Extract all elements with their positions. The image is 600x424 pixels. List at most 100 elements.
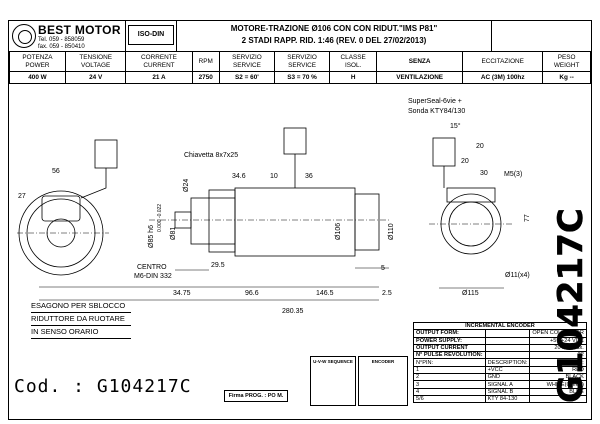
part-code: Cod. : G104217C <box>14 376 192 397</box>
encoder-label: ENCODER <box>371 359 395 364</box>
encoder-row: POWER SUPPLY: +5 / +24 VDC <box>413 336 587 345</box>
spec-header-cell: TENSIONE VOLTAGE <box>64 51 127 72</box>
encoder-row: N° PULSE REVOLUTION: 32 <box>413 351 587 360</box>
connector-left <box>94 139 118 169</box>
rear-cover <box>354 193 380 251</box>
encoder-row: OUTPUT FORM: OPEN COLLECTOR <box>413 329 587 338</box>
vertical-part-code: G104217C <box>551 208 591 403</box>
company-logo-block: BEST MOTOR Tel. 059 - 858059 fax. 059 - … <box>9 21 126 51</box>
encoder-cell: 4 <box>413 387 486 396</box>
encoder-row: N°PIN:DESCRIPTION:COLOUR: <box>413 358 587 367</box>
encoder-table-title: INCREMENTAL ENCODER <box>413 321 587 331</box>
dim-d85: Ø85 h6 <box>148 225 155 248</box>
dim-2-5: 2.5 <box>382 290 392 297</box>
dim-34-6: 34.6 <box>232 173 246 180</box>
note-line-1: ESAGONO PER SBLOCCO <box>31 300 131 313</box>
spec-header-cell: POTENZA POWER <box>9 51 66 72</box>
dim-36: 36 <box>305 173 313 180</box>
dim-29-5: 29.5 <box>211 262 225 269</box>
encoder-cell: BLACK <box>529 373 587 382</box>
dim-d11: Ø11(x4) <box>505 272 530 279</box>
encoder-cell: OUTPUT FORM: <box>413 329 486 338</box>
encoder-row: OUTPUT CURRENT 20 mA max. <box>413 343 587 353</box>
spec-value-cell: 21 A <box>125 71 193 84</box>
encoder-cell: +VCC <box>484 365 531 375</box>
encoder-cell: 32 <box>529 351 587 360</box>
dim-d115: Ø115 <box>462 290 479 297</box>
encoder-cell: 5/6 <box>413 394 486 404</box>
vertical-code-text: G104217C <box>551 208 591 403</box>
company-contact: Tel. 059 - 858059 fax. 059 - 850410 <box>38 37 85 51</box>
uvw-sequence-diagram: U-V-W SEQUENCE <box>310 356 356 406</box>
spec-header-cell: SERVIZIO SERVICE <box>218 51 275 72</box>
technical-drawing <box>17 127 514 301</box>
dim-30: 30 <box>480 170 488 177</box>
label-superseal: SuperSeal-6vie + <box>408 98 462 105</box>
spec-value-cell: 24 V <box>64 71 127 84</box>
encoder-cell: OPEN COLLECTOR <box>529 329 587 338</box>
encoder-cell: BLUE <box>529 387 587 396</box>
encoder-cell: N° PULSE REVOLUTION: <box>413 351 486 360</box>
note-line-2: RIDUTTORE DA RUOTARE <box>31 313 131 326</box>
dim-146-5: 146.5 <box>316 290 334 297</box>
dim-280-35: 280.35 <box>282 308 304 315</box>
dim-m5: M5(3) <box>504 171 523 178</box>
encoder-table: INCREMENTAL ENCODER OUTPUT FORM: OPEN COL… <box>413 321 587 404</box>
dim-d106: Ø106 <box>335 222 342 240</box>
encoder-cell <box>484 329 531 338</box>
company-name: BEST MOTOR <box>38 23 121 37</box>
dim-34-75: 34.75 <box>173 290 191 297</box>
dim-56: 56 <box>52 168 60 175</box>
encoder-cell: 1 <box>413 365 486 375</box>
dim-27: 27 <box>18 193 26 200</box>
company-tel: Tel. 059 - 858059 <box>38 37 85 43</box>
dim-5: 5 <box>381 265 385 272</box>
dim-d81: Ø81 <box>170 226 177 240</box>
drawing-title: MOTORE-TRAZIONE Ø106 CON CON RIDUT."IMS … <box>176 21 492 51</box>
encoder-cell: +5 / +24 VDC <box>529 336 587 345</box>
company-logo-icon <box>12 24 36 48</box>
unlock-note: ESAGONO PER SBLOCCO RIDUTTORE DA RUOTARE… <box>31 300 131 339</box>
dim-d110: Ø110 <box>388 223 395 240</box>
title-line-1: MOTORE-TRAZIONE Ø106 CON CON RIDUT."IMS … <box>230 24 438 33</box>
encoder-cell: RED <box>529 365 587 375</box>
encoder-cell: OUTPUT CURRENT <box>413 343 486 353</box>
spec-header-cell: SENZA <box>376 51 464 72</box>
dim-d24: Ø24 <box>183 178 190 192</box>
spec-header-cell: CORRENTE CURRENT <box>125 51 193 72</box>
spec-header-cell: PESO WEIGHT <box>542 51 591 72</box>
dim-77: 77 <box>524 214 531 222</box>
dim-15deg: 15° <box>450 123 461 130</box>
dim-10: 10 <box>270 173 278 180</box>
encoder-cell: DESCRIPTION: <box>484 358 531 367</box>
dim-96-6: 96.6 <box>245 290 259 297</box>
label-centro: CENTRO <box>137 264 167 271</box>
spec-header-cell: SERVIZIO SERVICE <box>273 51 331 72</box>
spec-header-cell: CLASSE ISOL. <box>329 51 378 72</box>
label-centro-din: M6-DIN 332 <box>134 273 172 280</box>
encoder-cell: 3 <box>413 380 486 389</box>
encoder-cell: 2 <box>413 373 486 382</box>
connector-top <box>283 127 307 155</box>
encoder-cell: POWER SUPPLY: <box>413 336 486 345</box>
encoder-cell: 20 mA max. <box>529 343 587 353</box>
spec-header-cell: RPM <box>191 51 220 72</box>
spec-value-cell: 2750 <box>191 71 220 84</box>
encoder-cell <box>529 394 587 404</box>
encoder-diagram: ENCODER <box>358 356 408 406</box>
spec-value-cell: AC (3M) 100hz <box>462 71 544 84</box>
spec-value-cell: Kg -- <box>542 71 591 84</box>
designer-signature: Firma PROG. : PO M. <box>224 390 288 402</box>
certification-badge: ISO-DIN <box>128 25 174 45</box>
encoder-cell: KTY 84-130 <box>484 394 531 404</box>
spec-header-cell: ECCITAZIONE <box>462 51 544 72</box>
dim-20a: 20 <box>476 143 484 150</box>
encoder-cell: WHITE(Green) <box>529 380 587 389</box>
company-fax: fax. 059 - 850410 <box>38 44 85 50</box>
spec-value-cell: VENTILAZIONE <box>376 71 464 84</box>
